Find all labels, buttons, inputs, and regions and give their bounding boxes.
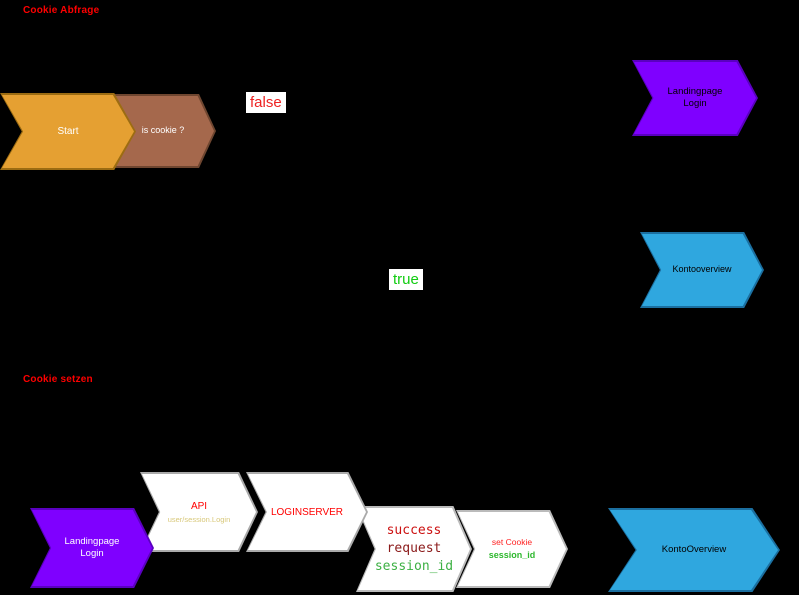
landingpage-login-top-node: Landingpage Login bbox=[632, 60, 758, 136]
set-cookie-node-fill bbox=[458, 512, 566, 586]
kontooverview-top-label: Kontooverview bbox=[672, 264, 732, 275]
section-label-cookie-abfrage: Cookie Abfrage bbox=[23, 5, 100, 16]
kontooverview-bottom-label: KontoOverview bbox=[661, 543, 727, 555]
api-node-endpoint: user/session.Login bbox=[167, 514, 231, 524]
landingpage-login-bottom-node: Landingpage Login bbox=[30, 508, 154, 588]
api-node-label: API bbox=[190, 500, 208, 512]
api-node: API user/session.Login bbox=[140, 472, 258, 552]
kontooverview-bottom-fill bbox=[610, 510, 778, 590]
server-response-node-fill bbox=[358, 508, 470, 590]
kontooverview-bottom-node: KontoOverview bbox=[608, 508, 780, 592]
set-cookie-node-text: set Cookie session_id bbox=[456, 510, 568, 588]
start-node-text: Start bbox=[0, 93, 136, 170]
start-node: Start bbox=[0, 93, 136, 170]
set-cookie-node-label: set Cookie bbox=[491, 536, 533, 547]
loginserver-node-text: LOGINSERVER bbox=[246, 472, 368, 552]
edge-label-true: true bbox=[389, 269, 423, 290]
server-response-request-label: request bbox=[386, 540, 442, 556]
kontooverview-top-node: Kontooverview bbox=[640, 232, 764, 308]
is-cookie-node-label: is cookie ? bbox=[141, 125, 185, 136]
landingpage-login-top-label: Landingpage Login bbox=[667, 85, 723, 109]
server-response-success-label: success bbox=[386, 522, 442, 538]
landingpage-login-bottom-fill bbox=[32, 510, 152, 586]
section-label-cookie-setzen: Cookie setzen bbox=[23, 374, 93, 385]
server-response-session-id-label: session_id bbox=[374, 559, 454, 575]
server-response-node: success request session_id bbox=[356, 506, 472, 592]
kontooverview-top-fill bbox=[642, 234, 762, 306]
is-cookie-node-text: is cookie ? bbox=[110, 94, 216, 168]
loginserver-node-fill bbox=[248, 474, 366, 550]
start-node-label: Start bbox=[57, 126, 79, 137]
loginserver-node-label: LOGINSERVER bbox=[270, 506, 344, 518]
landingpage-login-top-text: Landingpage Login bbox=[632, 60, 758, 136]
server-response-node-text: success request session_id bbox=[356, 506, 472, 592]
set-cookie-session-id-label: session_id bbox=[488, 549, 536, 560]
api-node-text: API user/session.Login bbox=[140, 472, 258, 552]
loginserver-node: LOGINSERVER bbox=[246, 472, 368, 552]
landingpage-login-bottom-text: Landingpage Login bbox=[30, 508, 154, 588]
kontooverview-bottom-text: KontoOverview bbox=[608, 508, 780, 592]
api-node-fill bbox=[142, 474, 256, 550]
landingpage-login-top-fill bbox=[634, 62, 756, 134]
kontooverview-top-text: Kontooverview bbox=[640, 232, 764, 308]
start-node-fill bbox=[2, 95, 134, 168]
edge-label-false: false bbox=[246, 92, 286, 113]
landingpage-login-bottom-label: Landingpage Login bbox=[64, 535, 120, 559]
set-cookie-node: set Cookie session_id bbox=[456, 510, 568, 588]
